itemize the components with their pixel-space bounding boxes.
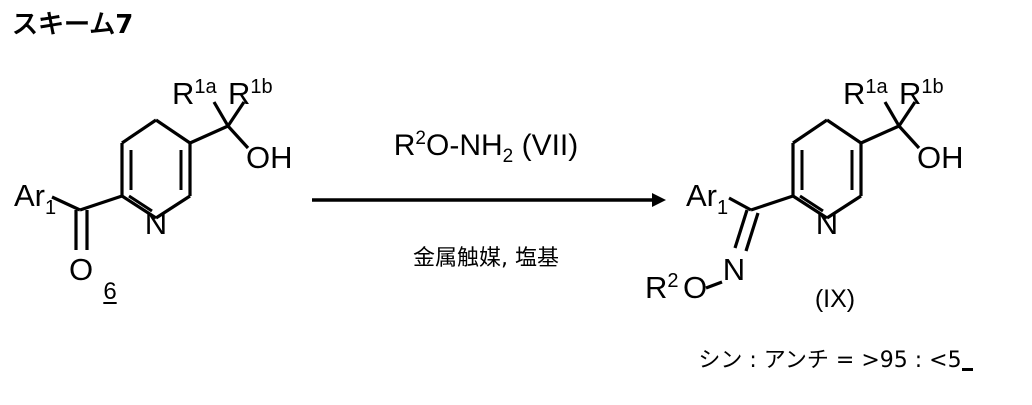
reaction-arrow	[312, 193, 666, 207]
reagent-linker: O-NH	[426, 129, 503, 162]
reactant-ring-to-carbinol-bond	[189, 124, 229, 145]
product-carbinol-to-hydroxyl-bond	[897, 124, 921, 150]
reactant-ring-nitrogen-label: N	[145, 206, 167, 241]
scheme-title: スキーム7	[12, 10, 134, 40]
reactant-carbinol-to-hydroxyl-bond	[226, 124, 250, 150]
product-hydroxyl-label: OH	[917, 140, 964, 175]
product-compound-label: (IX)	[814, 285, 856, 313]
reactant-carbinol-to-r1a-bond	[212, 101, 230, 127]
reagent-r-symbol: R	[393, 129, 416, 162]
product-pyridine-ring	[791, 118, 863, 220]
product-oxime-n-to-o-bond	[705, 280, 723, 290]
reagent-above-arrow: R2O-NH2 (VII)	[312, 128, 660, 168]
reactant-aryl-label: Ar1	[14, 178, 56, 219]
product-ring-nitrogen-label: N	[816, 206, 838, 241]
product-carbinol-to-r1a-bond	[883, 101, 901, 127]
reactant-pyridine-ring	[120, 118, 192, 220]
product-r2-label: R2	[645, 270, 679, 305]
product-oxime-carbon-to-aryl-bond	[728, 196, 752, 212]
reagent-h-subscript: 2	[502, 146, 514, 167]
reactant-carbonyl-oxygen-label: O	[69, 252, 93, 287]
product-oxime-cn-double-bond	[733, 209, 760, 252]
reaction-conditions: 金属触媒, 塩基	[413, 246, 559, 271]
reactant-carbonyl-group	[74, 210, 89, 250]
reactant-carbonyl-to-aryl-bond	[51, 195, 81, 212]
reactant-structure: N O Ar1 R1a R1b OH	[14, 76, 293, 287]
corner-tick-mark	[962, 368, 973, 371]
product-ring-to-carbinol-bond	[860, 124, 900, 145]
reactant-ring-to-carbonyl-bond	[79, 194, 123, 212]
product-r1a-label: R1a	[843, 76, 889, 111]
reactant-r1b-label: R1b	[228, 76, 273, 111]
product-r1b-label: R1b	[899, 76, 944, 111]
reactant-compound-label: 6	[103, 278, 117, 305]
reagent-r-superscript: 2	[415, 128, 426, 149]
product-ring-to-oxime-carbon-bond	[750, 194, 794, 212]
product-stereo-ratio: シン : アンチ = >95 : <5	[698, 348, 962, 373]
product-aryl-label: Ar1	[686, 178, 728, 219]
product-carbinol-to-r1b-bond	[897, 101, 917, 127]
product-oxime-oxygen-label: O	[683, 270, 707, 305]
reactant-carbinol-to-r1b-bond	[226, 101, 246, 127]
reagent-roman-numeral: (VII)	[521, 129, 579, 162]
product-oxime-nitrogen-label: N	[723, 252, 745, 287]
reactant-r1a-label: R1a	[172, 76, 218, 111]
reactant-hydroxyl-label: OH	[246, 140, 293, 175]
product-structure: N N O R2 Ar1 R1a R1b OH	[645, 76, 964, 305]
